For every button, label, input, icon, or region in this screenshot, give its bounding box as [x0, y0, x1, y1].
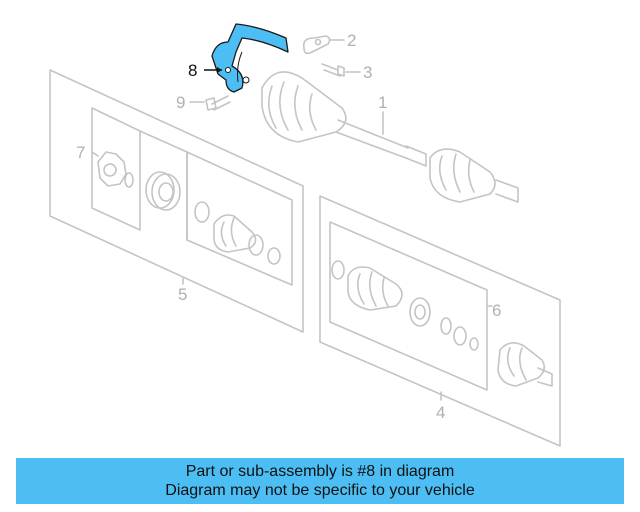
callout-5: 5	[178, 285, 187, 304]
bolt-part-9	[205, 95, 231, 111]
assembly-panel-4	[319, 195, 561, 447]
clamp-small-right	[331, 260, 345, 280]
axle-shaft-part-1	[261, 71, 519, 203]
callout-3: 3	[363, 63, 372, 82]
banner-line-part-info: Part or sub-assembly is #8 in diagram	[185, 463, 455, 480]
callout-7: 7	[76, 143, 85, 162]
clip-part-2	[302, 35, 331, 55]
boot-part-right	[347, 266, 479, 351]
outer-joint-part	[497, 342, 553, 387]
callout-1: 1	[378, 93, 387, 112]
assembly-panel-5	[49, 69, 304, 333]
parts-diagram: 1 2 3 4 5 6 7 8 9	[49, 23, 561, 447]
heat-shield-part-8[interactable]	[211, 23, 289, 93]
banner-line-disclaimer: Diagram may not be specific to your vehi…	[165, 482, 475, 499]
leader-lines	[91, 39, 493, 401]
flange-part-7	[97, 151, 134, 188]
info-banner: Part or sub-assembly is #8 in diagram Di…	[16, 458, 624, 504]
hub-part	[145, 171, 181, 211]
boot-part-left	[213, 214, 281, 265]
clamp-small-left	[194, 201, 210, 223]
callout-9: 9	[176, 93, 185, 112]
bolt-part-3	[321, 63, 345, 77]
callout-2: 2	[347, 31, 356, 50]
callout-6: 6	[492, 301, 501, 320]
callout-4: 4	[436, 403, 445, 422]
callout-8[interactable]: 8	[188, 61, 197, 80]
